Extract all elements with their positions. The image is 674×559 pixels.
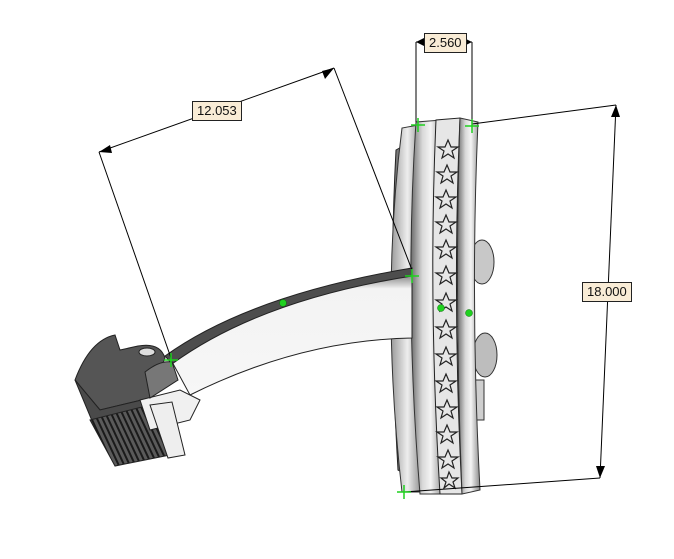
snap-markers [164,118,479,499]
clamp-base [74,334,201,467]
tread-stars [434,138,460,490]
wheel-rim [390,117,481,495]
dimension-label-arm-length[interactable]: 12.053 [192,101,242,121]
dimension-label-diameter[interactable]: 18.000 [582,282,632,302]
wheel-hub-back [469,239,498,421]
snap-dots [279,299,473,317]
dimension-label-width[interactable]: 2.560 [424,33,467,53]
curved-arm [164,267,413,396]
